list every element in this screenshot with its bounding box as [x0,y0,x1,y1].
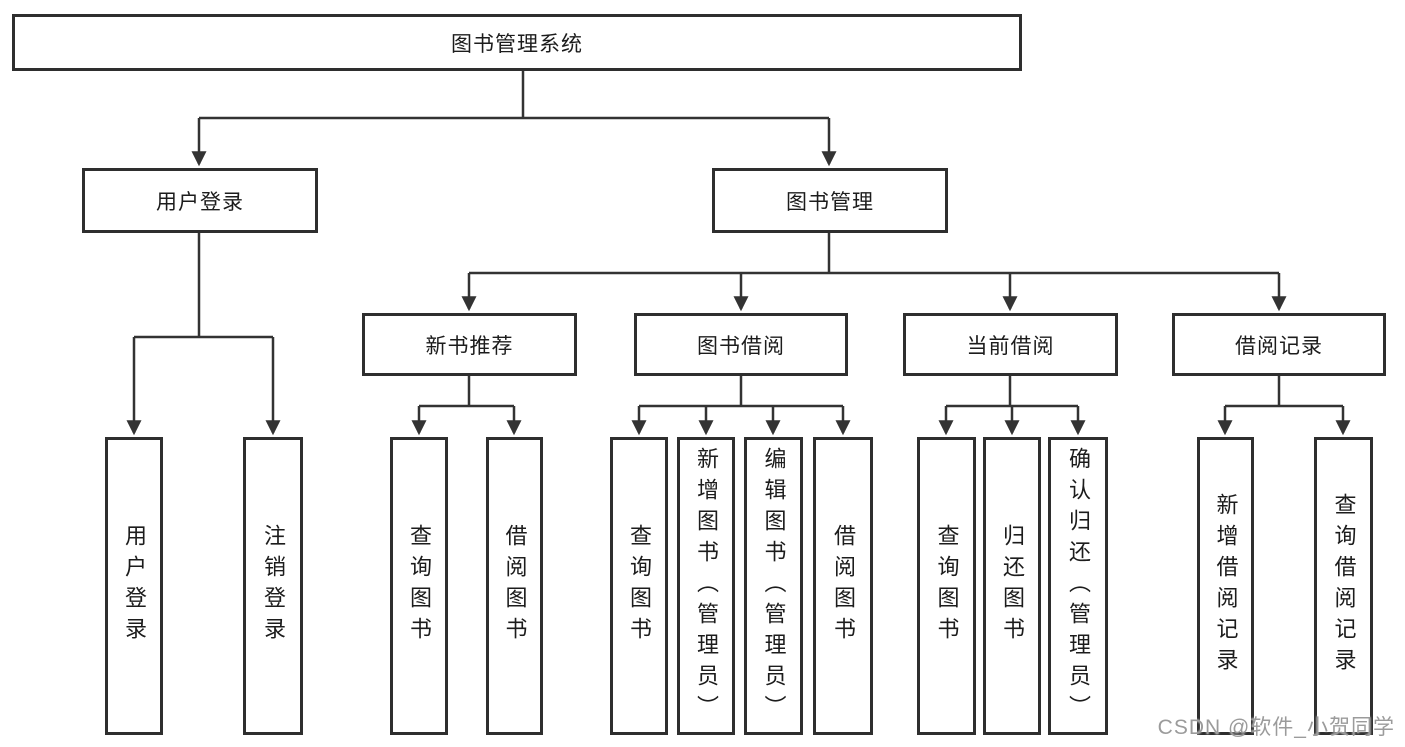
leaf-label: 注销登录 [261,524,286,648]
leaf-query-borrow-record: 查询借阅记录 [1314,437,1373,735]
leaf-query-book-2: 查询图书 [610,437,668,735]
leaf-user-login: 用户登录 [105,437,163,735]
leaf-add-borrow-record: 新增借阅记录 [1197,437,1254,735]
leaf-label: 归还图书 [1000,524,1025,648]
leaf-label: 查询借阅记录 [1331,493,1357,679]
leaf-borrow-book-1: 借阅图书 [486,437,543,735]
leaf-label: 借阅图书 [831,524,856,648]
leaf-query-book-3: 查询图书 [917,437,976,735]
csdn-watermark: CSDN @软件_小贺同学 [1157,716,1395,739]
node-new-book-recommend: 新书推荐 [362,313,577,376]
leaf-label: 确认归还（管理员） [1066,446,1091,726]
leaf-label: 编辑图书（管理员） [761,446,787,726]
leaf-add-book-admin: 新增图书（管理员） [677,437,735,735]
node-current-borrow: 当前借阅 [903,313,1118,376]
node-user-login: 用户登录 [82,168,318,233]
leaf-label: 查询图书 [407,524,432,648]
node-root-system: 图书管理系统 [12,14,1022,71]
node-book-management: 图书管理 [712,168,948,233]
leaf-label: 新增借阅记录 [1213,493,1239,679]
leaf-label: 新增图书（管理员） [694,446,719,726]
leaf-label: 查询图书 [934,524,960,648]
node-book-borrow: 图书借阅 [634,313,848,376]
leaf-query-book-1: 查询图书 [390,437,448,735]
leaf-borrow-book-2: 借阅图书 [813,437,873,735]
leaf-label: 用户登录 [122,524,147,648]
leaf-logout: 注销登录 [243,437,303,735]
node-borrow-records: 借阅记录 [1172,313,1386,376]
leaf-confirm-return-admin: 确认归还（管理员） [1048,437,1108,735]
leaf-return-book: 归还图书 [983,437,1041,735]
leaf-edit-book-admin: 编辑图书（管理员） [744,437,803,735]
leaf-label: 借阅图书 [502,524,528,648]
leaf-label: 查询图书 [627,524,652,648]
